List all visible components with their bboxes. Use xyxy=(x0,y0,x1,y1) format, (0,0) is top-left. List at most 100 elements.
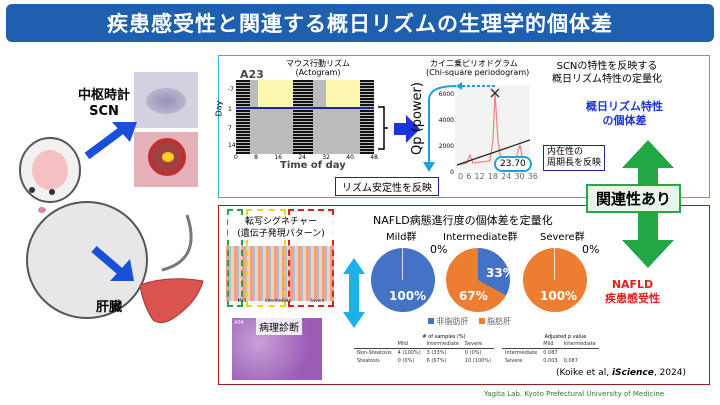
individual-diff-1: 概日リズム特性 xyxy=(586,100,663,113)
xtick: 32 xyxy=(322,154,330,161)
ytick: -7 xyxy=(228,86,234,93)
group-intermediate: Intermediate xyxy=(265,298,292,303)
table-cell: 3 (33%) xyxy=(426,350,447,356)
ytick: 0 xyxy=(450,169,454,176)
table-cell xyxy=(354,340,395,349)
xtick: 6 xyxy=(466,172,472,181)
table-cell: 10 (100%) xyxy=(464,358,492,364)
signature-title-2: (遺伝子発現パターン) xyxy=(237,229,325,239)
page-title: 疾患感受性と関連する概日リズムの生理学的個体差 xyxy=(6,4,714,42)
intrinsic-period-box: 内在性の周期長を反映 xyxy=(543,145,606,171)
xtick: 16 xyxy=(274,154,282,161)
pie-zero-line xyxy=(554,248,555,280)
legend-label: 脂肪肝 xyxy=(487,317,512,326)
actogram-yticks: -7 1 7 14 xyxy=(228,78,236,153)
ytick: 7 xyxy=(228,125,232,132)
liver-label: 肝臓 xyxy=(96,300,123,315)
actogram-id: A23 xyxy=(240,68,264,81)
xtick: 8 xyxy=(254,154,258,161)
actogram-ylabel: Day xyxy=(214,100,224,117)
pie-mild xyxy=(371,248,435,312)
correlation-label: 関連性あり xyxy=(586,184,682,213)
rhythm-stability-box: リズム安定性を反映 xyxy=(335,177,439,196)
scn-caption-2: 概日リズム特性の定量化 xyxy=(552,74,662,85)
pie-severe-zero: 0% xyxy=(582,243,600,256)
heatmap-image xyxy=(226,246,334,301)
table-cell xyxy=(502,340,541,349)
periodogram-title: カイ二乗ピリオドグラム xyxy=(430,59,518,68)
legend-non-steatosis: 非脂肪肝 xyxy=(428,316,469,327)
legend-steatosis: 脂肪肝 xyxy=(478,316,512,327)
table-cell: 0.003 xyxy=(543,358,558,364)
table-cell: Non-Steatosis xyxy=(357,350,392,356)
table-cell: Intermediate xyxy=(560,340,599,349)
table-cell: Steatosis xyxy=(357,358,380,364)
pie-intermediate-value-1: 33% xyxy=(486,266,515,280)
ytick: 14 xyxy=(228,142,236,149)
scn-histology-image xyxy=(134,72,198,128)
scn-label-2: SCN xyxy=(89,104,119,119)
xtick: 0 xyxy=(234,154,238,161)
table-cell: Mild xyxy=(540,340,561,349)
table-cell: 0 (0%) xyxy=(397,358,415,364)
table-cell: Severe xyxy=(505,358,523,364)
table2-caption: Adjusted p value xyxy=(544,334,587,340)
individual-diff-2: の個体差 xyxy=(602,114,647,127)
actogram-title: マウス行動リズム xyxy=(286,59,350,68)
table1-caption: # of samples (%) xyxy=(422,334,466,340)
arrow-to-liver-icon xyxy=(91,245,134,281)
footer: Yagita Lab. Kyoto Prefectural University… xyxy=(484,390,665,398)
citation-pre: (Koike et al, xyxy=(556,368,612,378)
table-cell: Severe xyxy=(461,340,495,349)
xtick: 30 xyxy=(514,172,525,181)
scn-caption: SCNの特性を反映する概日リズム特性の定量化 xyxy=(552,60,662,86)
xtick: 18 xyxy=(487,172,498,181)
citation-journal: iScience xyxy=(611,368,654,378)
intermediate-group-box xyxy=(246,209,286,307)
mild-group-box xyxy=(227,209,243,307)
legend-label: 非脂肪肝 xyxy=(436,317,469,326)
pie-intermediate-value-2: 67% xyxy=(459,289,488,303)
nafld-title: NAFLD病態進行度の個体差を定量化 xyxy=(373,214,553,227)
bracket-arrow-icon xyxy=(378,106,420,150)
table-cell xyxy=(561,349,599,358)
actogram-xlabel: Time of day xyxy=(280,160,346,171)
individual-difference-label: 概日リズム特性の個体差 xyxy=(586,100,663,128)
actogram-plot xyxy=(236,80,374,154)
scn-caption-1: SCNの特性を反映する xyxy=(556,61,658,72)
severe-group-box xyxy=(288,209,334,307)
ytick: 2000 xyxy=(438,143,454,150)
group-mild: Mild xyxy=(237,298,246,303)
mouse-illustration xyxy=(12,130,193,330)
pie-zero-line xyxy=(402,248,403,280)
xtick: 12 xyxy=(474,172,485,181)
pie-severe-value: 100% xyxy=(540,289,578,303)
signature-title-1: 転写シグネチャー xyxy=(245,217,317,227)
ytick: 4000 xyxy=(438,117,454,124)
signature-title: 転写シグネチャー (遺伝子発現パターン) xyxy=(228,216,334,240)
citation: (Koike et al, iScience, 2024) xyxy=(556,368,686,378)
periodogram-plot xyxy=(455,85,530,170)
intrinsic-period-line1: 内在性の xyxy=(547,147,584,157)
peak-period-label: 23.70 xyxy=(494,156,532,172)
periodogram-subtitle: (Chi-square periodogram) xyxy=(426,68,530,77)
intrinsic-period-line2: 周期長を反映 xyxy=(547,158,602,168)
xtick: 40 xyxy=(346,154,354,161)
actogram-subtitle: (Actogram) xyxy=(295,68,341,77)
scn-label-1: 中枢時計 xyxy=(78,88,131,103)
pie-label-intermediate: Intermediate群 xyxy=(443,232,518,243)
table-cell: 6 (67%) xyxy=(426,358,447,364)
nafld-susc-1: NAFLD xyxy=(611,278,654,291)
ytick: 1 xyxy=(228,106,232,113)
table-row: Steatosis 0 (0%) 6 (67%) 10 (100%) xyxy=(354,357,494,365)
